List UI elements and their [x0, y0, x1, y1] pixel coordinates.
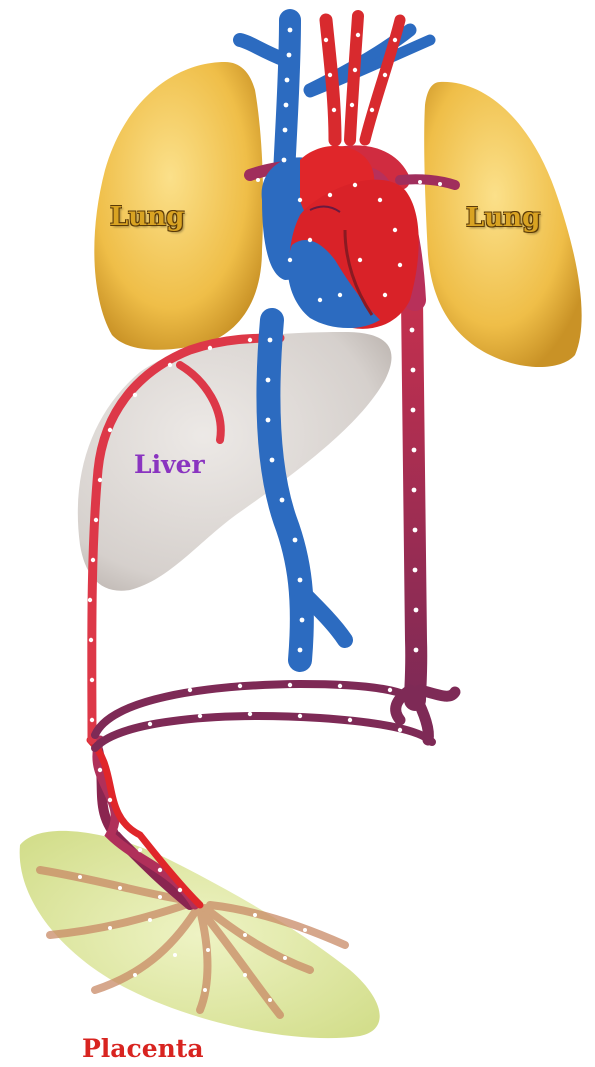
descending-aorta [412, 300, 416, 700]
liver-label: Liver [134, 450, 205, 479]
lung-left-label: Lung [110, 202, 184, 232]
lung-right-label: Lung [466, 203, 540, 233]
liver [78, 332, 392, 591]
placenta-label: Placenta [82, 1034, 204, 1063]
umbilical-arteries [95, 684, 432, 748]
